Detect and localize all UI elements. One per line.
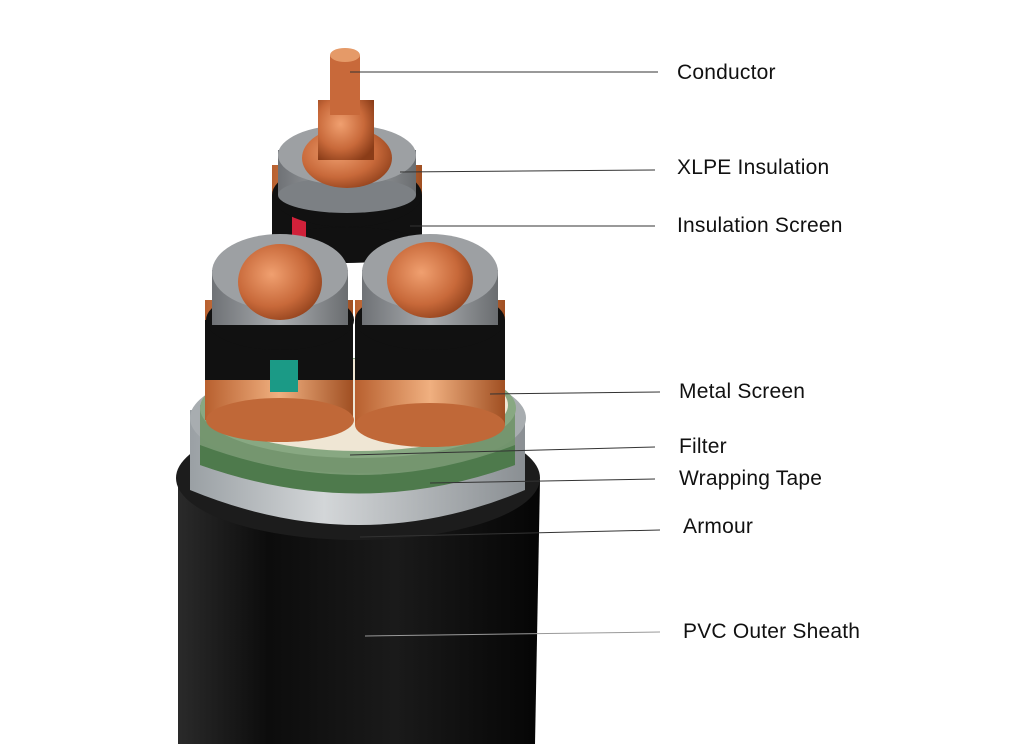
label-filter: Filter — [679, 435, 727, 458]
leader-pvc-sheath — [364, 631, 661, 637]
label-conductor: Conductor — [677, 61, 776, 84]
label-insulation-screen: Insulation Screen — [677, 214, 843, 237]
label-xlpe-insulation: XLPE Insulation — [677, 156, 830, 179]
label-pvc-outer-sheath: PVC Outer Sheath — [683, 620, 861, 643]
leader-wrapping-tape — [429, 478, 656, 484]
leader-metal-screen — [489, 391, 661, 395]
leader-armour — [359, 529, 661, 538]
core-right — [355, 234, 505, 447]
leader-lines — [349, 71, 661, 637]
label-armour: Armour — [683, 515, 754, 538]
leader-xlpe — [399, 169, 656, 173]
core-top — [272, 48, 422, 263]
core-left — [205, 234, 354, 442]
label-metal-screen: Metal Screen — [679, 380, 806, 403]
leader-filter — [349, 446, 656, 456]
label-wrapping-tape: Wrapping Tape — [679, 467, 823, 490]
